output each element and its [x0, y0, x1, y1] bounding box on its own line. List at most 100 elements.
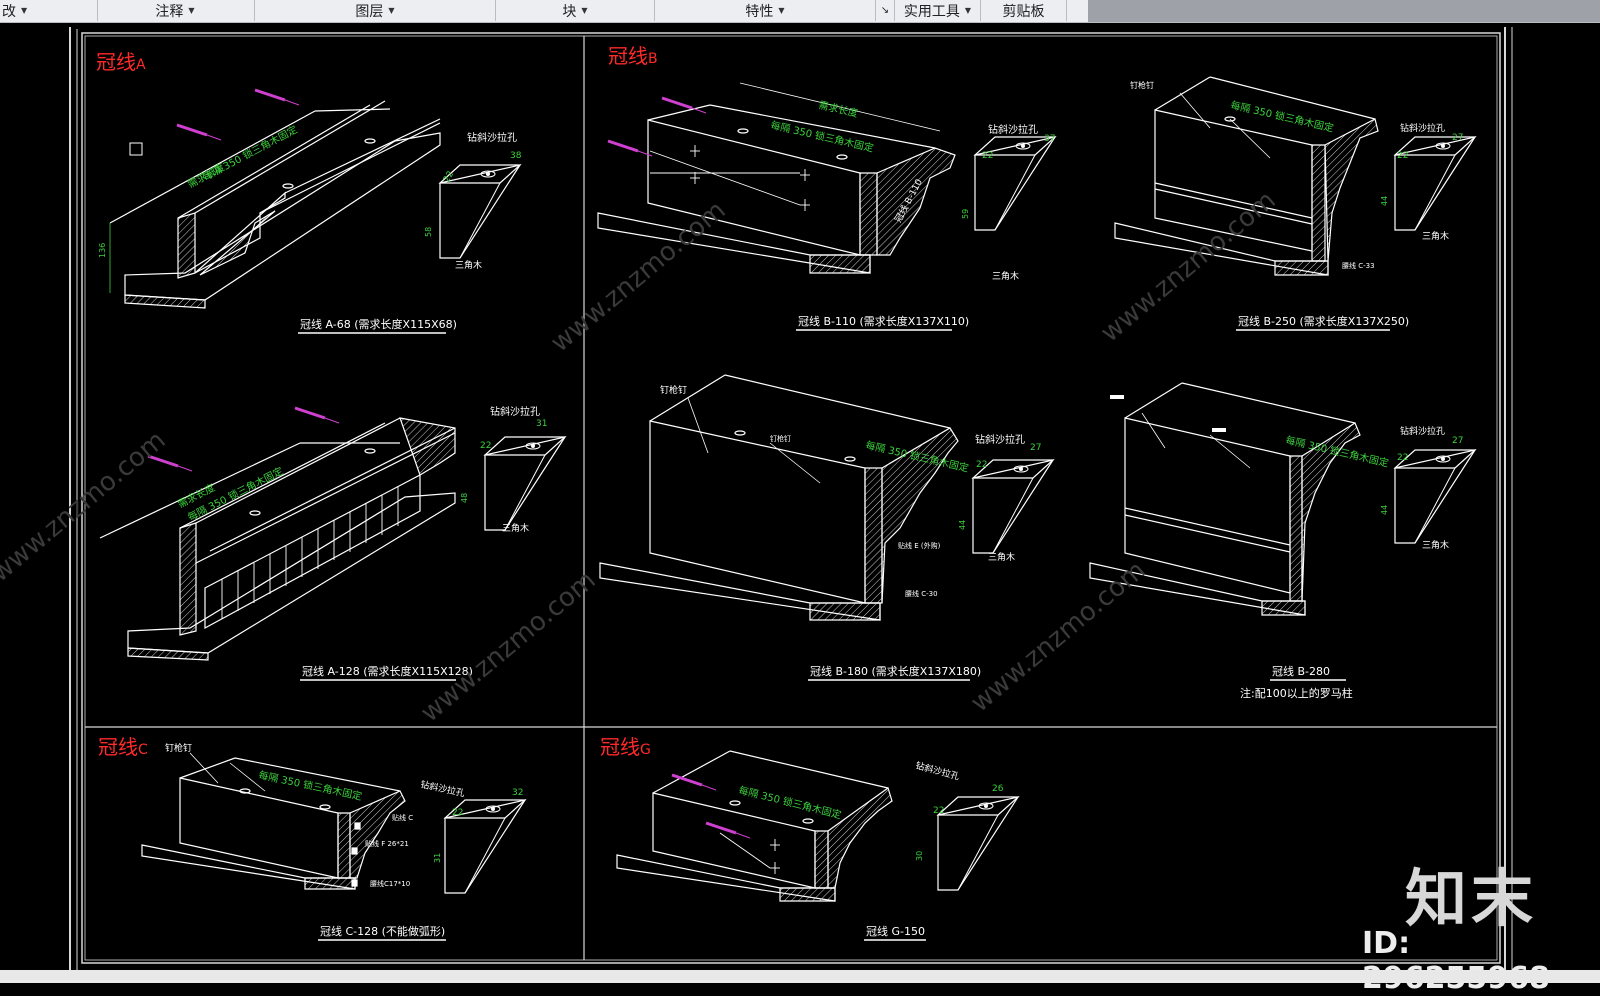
ribbon-tab-label: 剪贴板: [1002, 3, 1045, 20]
marker-dash: [1212, 428, 1226, 432]
label-paste: 贴线 C: [392, 813, 413, 822]
dim-top: 27: [1452, 133, 1463, 143]
label-paste: 贴线 F 26*21: [365, 839, 409, 848]
dim-top: 32: [512, 788, 523, 798]
label-nail: 钉枪钉: [770, 434, 791, 443]
dialog-launcher-icon: ↘: [880, 5, 890, 16]
ribbon-tab-label: 特性: [745, 3, 774, 20]
label-hole: 钻斜沙拉孔: [988, 123, 1038, 136]
dim-height: 44: [1380, 196, 1389, 206]
ribbon-tab-label: 注释: [155, 3, 184, 20]
label-triangle: 三角木: [502, 522, 529, 534]
svg-text:www.znzmo.com: www.znzmo.com: [965, 555, 1151, 718]
chevron-down-icon: ▼: [964, 6, 972, 15]
caption-a68: 冠线 A-68 (需求长度X115X68): [300, 317, 457, 331]
drawing-b250[interactable]: [1114, 76, 1379, 276]
label-triangle: 三角木: [992, 270, 1019, 282]
dim-side: 22: [933, 806, 944, 816]
svg-text:冠线A: 冠线A: [96, 50, 146, 74]
ribbon-tab-utilities[interactable]: 实用工具▼: [895, 0, 981, 21]
cad-drawing: 冠线A 冠线B 冠线C 冠线G 需求长度 每隔 350 锁三角木固定 136 钻…: [0, 27, 1513, 970]
ribbon-panel-bar: 改▼ 注释▼ 图层▼ 块▼ 特性▼ ↘ 实用工具▼ 剪贴板: [0, 0, 1600, 23]
ribbon-tab-label: 改: [2, 3, 16, 20]
dim-spacing: 每隔 350 锁三角木固定: [1229, 98, 1335, 134]
svg-text:www.znzmo.com: www.znzmo.com: [415, 565, 601, 728]
dim-spacing: 每隔 350 锁三角木固定: [200, 123, 299, 184]
dim-height: 59: [961, 209, 970, 219]
section-heading-g: 冠线G: [600, 735, 651, 759]
label-hole: 钻斜沙拉孔: [490, 405, 540, 418]
drawing-a68[interactable]: [109, 88, 441, 309]
label-paste: 贴线 E (外购): [898, 541, 941, 550]
ribbon-tab-properties[interactable]: 特性▼: [655, 0, 876, 21]
selection-box-icon[interactable]: [129, 142, 143, 156]
drawing-b110[interactable]: [597, 82, 956, 274]
dim-spacing: 每隔 350 锁三角木固定: [737, 783, 842, 821]
svg-text:冠线C: 冠线C: [98, 735, 148, 759]
caption-b250: 冠线 B-250 (需求长度X137X250): [1238, 314, 1409, 328]
svg-text:冠线G: 冠线G: [600, 735, 651, 759]
dim-side: 22: [1397, 453, 1408, 463]
label-hole: 钻斜沙拉孔: [1400, 425, 1445, 437]
drawing-a128[interactable]: [99, 406, 456, 661]
ribbon-tab-annotation[interactable]: 注释▼: [96, 0, 255, 21]
dim-side: 22: [442, 170, 456, 185]
label-nail: 钉枪钉: [1130, 80, 1154, 90]
caption-b280: 冠线 B-280: [1272, 664, 1330, 678]
dim-side: 22: [1397, 151, 1408, 161]
dim-height: 31: [433, 853, 442, 863]
label-hole: 钻斜沙拉孔: [1400, 122, 1445, 134]
caption-c128: 冠线 C-128 (不能做弧形): [320, 924, 445, 938]
drawing-canvas[interactable]: 冠线A 冠线B 冠线C 冠线G 需求长度 每隔 350 锁三角木固定 136 钻…: [0, 23, 1600, 970]
dim-height: 30: [915, 851, 924, 861]
label-glue: 腰线 C-30: [905, 589, 938, 598]
dim-top: 26: [992, 784, 1004, 794]
svg-text:www.znzmo.com: www.znzmo.com: [0, 425, 172, 588]
caption-b110: 冠线 B-110 (需求长度X137X110): [798, 314, 969, 328]
caption-b280-note: 注:配100以上的罗马柱: [1240, 686, 1353, 700]
dim-side: 22: [982, 151, 993, 161]
dim-height: 58: [424, 227, 433, 237]
dim-top: 27: [1452, 436, 1463, 446]
ribbon-empty-area: [1088, 0, 1600, 22]
ribbon-tab-layers[interactable]: 图层▼: [255, 0, 496, 21]
label-nail: 钉枪钉: [165, 742, 192, 754]
chevron-down-icon: ▼: [21, 6, 28, 15]
label-glue: 腰线 C-33: [1342, 261, 1375, 270]
svg-text:冠线B: 冠线B: [608, 44, 658, 68]
ribbon-tab-clipboard[interactable]: 剪贴板: [981, 0, 1067, 21]
watermark-logo: 知末: [1405, 862, 1538, 935]
dim-top: 31: [536, 419, 547, 429]
label-hole: 钻斜沙拉孔: [419, 778, 466, 799]
properties-dialog-launcher[interactable]: ↘: [876, 0, 895, 21]
label-nail: 钉枪钉: [660, 384, 687, 396]
dim-top: 27: [1030, 443, 1041, 453]
dim-height: 44: [958, 520, 967, 530]
section-heading-b: 冠线B: [608, 44, 658, 68]
label-hole: 钻斜沙拉孔: [467, 131, 517, 144]
triangle-block-a128: [484, 436, 566, 531]
dim-side: 22: [452, 808, 463, 818]
status-bar: [0, 970, 1600, 983]
triangle-block-g150: [937, 796, 1019, 891]
ribbon-tab-modify[interactable]: 改▼: [0, 0, 98, 21]
caption-b180: 冠线 B-180 (需求长度X137X180): [810, 664, 981, 678]
dim-spacing: 每隔 350 锁三角木固定: [769, 118, 875, 154]
drawing-c128[interactable]: [141, 752, 406, 890]
watermark-id: ID: 296255968: [1362, 926, 1550, 996]
section-heading-c: 冠线C: [98, 735, 148, 759]
drawing-b280[interactable]: [1089, 382, 1361, 616]
dim-side: 22: [976, 460, 987, 470]
label-triangle: 三角木: [988, 551, 1015, 563]
drawing-b180[interactable]: [599, 374, 959, 621]
label-triangle: 三角木: [1422, 230, 1449, 242]
section-heading-a: 冠线A: [96, 50, 146, 74]
triangle-block-b180: [972, 459, 1054, 554]
label-triangle: 三角木: [1422, 539, 1449, 551]
ribbon-tab-label: 块: [562, 3, 577, 20]
drawing-g150[interactable]: [616, 750, 893, 902]
dim-side: 22: [480, 441, 491, 451]
chevron-down-icon: ▼: [581, 6, 588, 15]
ribbon-tab-block[interactable]: 块▼: [496, 0, 655, 21]
drawing-frame: [69, 27, 1513, 970]
